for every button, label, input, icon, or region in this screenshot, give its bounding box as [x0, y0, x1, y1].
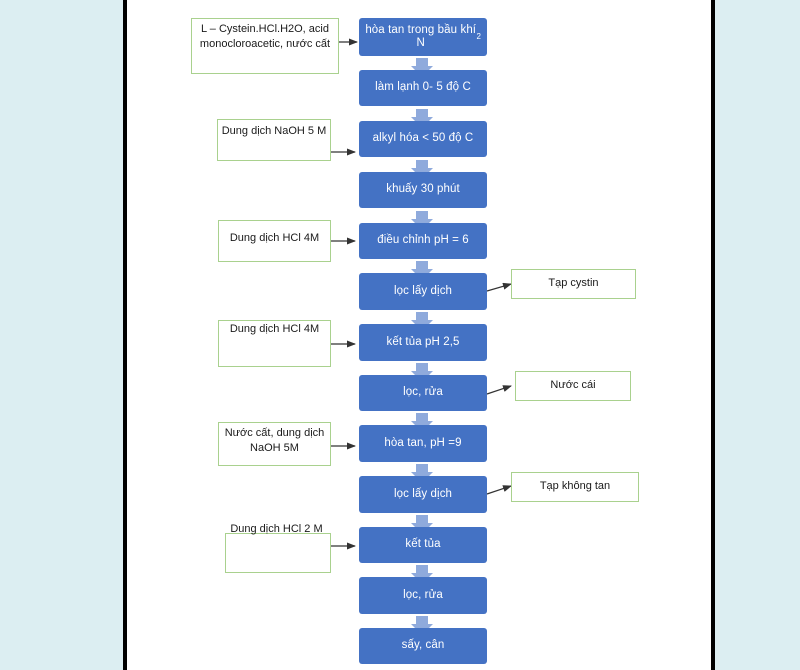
process-label-step1: hòa tan trong bầu khí N: [365, 23, 477, 49]
process-subscript-step1: 2: [476, 32, 481, 42]
connector-out1: [486, 282, 512, 292]
process-box-step8[interactable]: lọc, rửa: [359, 375, 487, 411]
input-box-in4[interactable]: [218, 320, 331, 367]
down-arrow-11: [411, 565, 433, 584]
input-connectors: [331, 38, 358, 550]
process-label-step5: điều chỉnh pH = 6: [377, 234, 469, 247]
input-box-in5[interactable]: [218, 422, 331, 466]
down-arrow-9: [411, 464, 433, 483]
down-arrow-8: [411, 413, 433, 432]
process-label-step2: làm lạnh 0- 5 độ C: [375, 81, 471, 94]
input-label-in6: Dung dịch HCl 2 M: [230, 523, 323, 535]
input-box-in1[interactable]: [191, 18, 339, 74]
down-arrow-10: [411, 515, 433, 534]
input-label-in2: Dung dịch NaOH 5 M: [221, 125, 327, 137]
process-box-step6[interactable]: lọc lấy dịch: [359, 273, 487, 310]
input-label-in4: Dung dịch HCl 4M: [229, 323, 320, 335]
process-box-step2[interactable]: làm lạnh 0- 5 độ C: [359, 70, 487, 106]
process-label-step12: lọc, rửa: [403, 588, 443, 601]
output-connectors: [486, 282, 512, 495]
process-label-step6: lọc lấy dịch: [393, 284, 453, 297]
output-box-out1[interactable]: [511, 269, 636, 299]
process-box-step9[interactable]: hòa tan, pH =9: [359, 425, 487, 462]
process-box-step4[interactable]: khuấy 30 phút: [359, 172, 487, 208]
process-box-step5[interactable]: điều chỉnh pH = 6: [359, 223, 487, 259]
down-arrow-3: [411, 160, 433, 179]
output-box-out2[interactable]: [515, 371, 631, 401]
process-label-step3: alkyl hóa < 50 độ C: [372, 132, 474, 145]
input-label-in3: Dung dịch HCl 4M: [229, 232, 320, 244]
output-label-out1: Tạp cystin: [548, 277, 599, 289]
down-arrow-1: [411, 58, 433, 77]
process-label-step13: sấy, cân: [401, 639, 445, 652]
process-box-step7[interactable]: kết tủa pH 2,5: [359, 324, 487, 361]
connector-out3: [486, 485, 512, 495]
output-label-out2: Nước cái: [550, 379, 596, 391]
process-label-step9: hòa tan, pH =9: [384, 436, 462, 449]
down-arrow-7: [411, 363, 433, 382]
down-arrow-5: [411, 261, 433, 280]
input-box-in2[interactable]: [217, 119, 331, 161]
connector-out2: [486, 385, 512, 395]
process-box-step11[interactable]: kết tủa: [359, 527, 487, 563]
process-label-step8: lọc, rửa: [403, 386, 443, 399]
down-arrow-4: [411, 211, 433, 230]
input-label-in1: L – Cystein.HCl.H2O, acid monocloroaceti…: [199, 23, 331, 51]
input-box-in3[interactable]: [218, 220, 331, 262]
down-arrow-6: [411, 312, 433, 331]
process-box-step3[interactable]: alkyl hóa < 50 độ C: [359, 121, 487, 157]
input-label-in5: Nước cất, dung dịch NaOH 5M: [224, 427, 325, 455]
down-arrow-2: [411, 109, 433, 128]
output-label-out3: Tạp không tan: [539, 480, 611, 492]
input-box-in6[interactable]: [225, 533, 331, 573]
process-label-step4: khuấy 30 phút: [386, 183, 460, 196]
process-box-step10[interactable]: lọc lấy dịch: [359, 476, 487, 513]
process-label-step10: lọc lấy dịch: [393, 487, 453, 500]
process-box-step12[interactable]: lọc, rửa: [359, 577, 487, 614]
output-box-out3[interactable]: [511, 472, 639, 502]
down-arrows: [411, 58, 433, 635]
down-arrow-12: [411, 616, 433, 635]
process-label-step11: kết tủa: [405, 538, 441, 551]
process-label-step7: kết tủa pH 2,5: [386, 335, 460, 348]
connector-layer: [331, 38, 512, 635]
process-box-step13[interactable]: sấy, cân: [359, 628, 487, 664]
